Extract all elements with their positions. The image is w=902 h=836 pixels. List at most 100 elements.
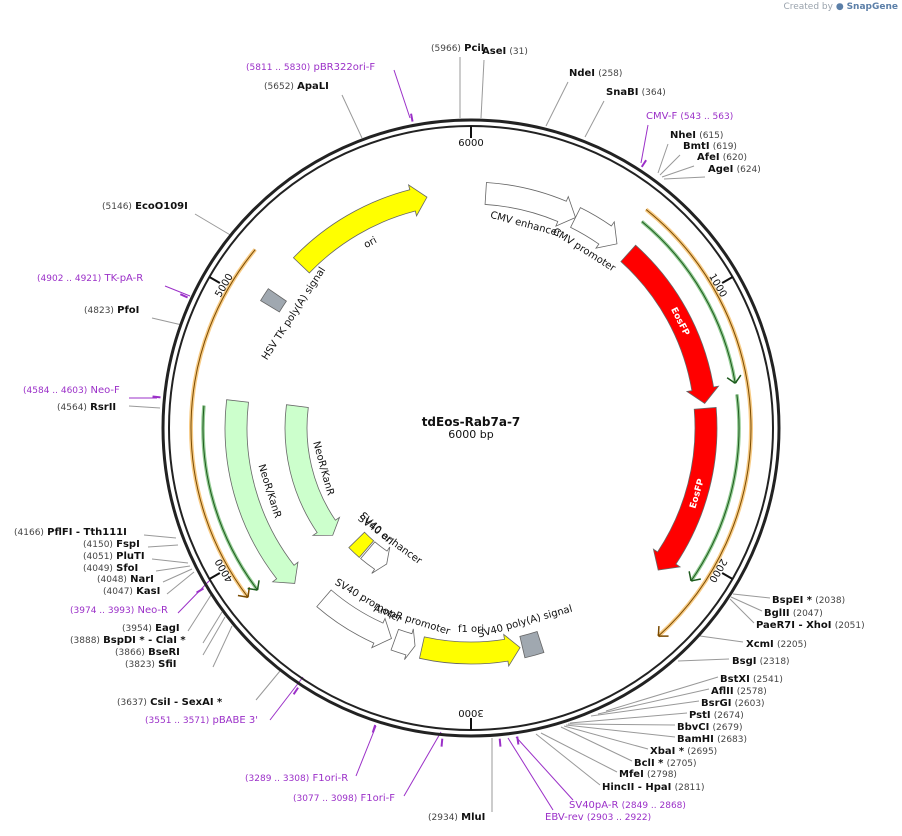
enzyme-label: XcmI (2205) — [746, 639, 807, 650]
enzyme-label: PstI (2674) — [689, 710, 744, 721]
leader-line — [569, 712, 688, 724]
primer-site-mark — [196, 587, 204, 594]
leader-line — [164, 285, 191, 297]
enzyme-label: BsrGI (2603) — [701, 698, 765, 709]
leader-line — [155, 565, 191, 572]
leader-line — [640, 124, 649, 164]
leader-line — [255, 670, 281, 701]
enzyme-label: AfeI (620) — [697, 152, 747, 163]
leader-line — [560, 726, 633, 762]
leader-line — [507, 737, 554, 811]
enzyme-label: BmtI (619) — [683, 141, 737, 152]
tick-label-2000: 2000 — [706, 556, 728, 584]
leader-line — [729, 598, 755, 624]
leader-line — [563, 725, 649, 750]
orange-track-0 — [644, 207, 753, 638]
enzyme-label: (4048) NarI — [97, 574, 154, 585]
enzyme-label: HincII - HpaI (2811) — [602, 782, 705, 793]
leader-line — [565, 724, 676, 738]
enzyme-label: AgeI (624) — [708, 164, 761, 175]
leader-line — [657, 143, 669, 174]
tick-label-3000: 3000 — [458, 707, 483, 718]
leader-line — [480, 59, 485, 119]
leader-line — [187, 594, 212, 632]
primer-site-mark — [640, 159, 647, 168]
primer-site-mark — [152, 395, 161, 399]
primer-label: (5811 .. 5830) pBR322ori-F — [246, 62, 375, 73]
primer-label: (3551 .. 3571) pBABE 3' — [145, 715, 258, 726]
leader-line — [151, 317, 183, 326]
leader-line — [403, 731, 442, 797]
leader-line — [699, 635, 744, 643]
tick-label-4000: 4000 — [213, 556, 235, 584]
tick-mark-2000 — [721, 572, 734, 580]
tick-mark-4000 — [208, 572, 221, 580]
primer-site-mark — [410, 113, 414, 122]
feature-sv40-promoter-8: SV40 promoter — [316, 577, 404, 649]
feature-hsv-tk-poly-a-signal-13: HSV TK poly(A) signal — [260, 265, 328, 362]
primer-site-mark — [440, 738, 444, 747]
enzyme-label: MfeI (2798) — [619, 769, 677, 780]
enzyme-label: BbvCI (2679) — [677, 722, 742, 733]
leader-line — [732, 593, 771, 599]
enzyme-label: (4049) SfoI — [83, 563, 138, 574]
primer-site-mark — [179, 293, 189, 299]
leader-line — [147, 544, 179, 548]
leader-line — [515, 736, 574, 801]
primer-label: (3289 .. 3308) F1ori-R — [245, 773, 348, 784]
enzyme-label: NheI (615) — [670, 130, 723, 141]
primer-label: (3974 .. 3993) Neo-R — [70, 605, 168, 616]
leader-line — [597, 688, 710, 715]
primer-site-mark — [371, 724, 377, 733]
tick-label-5000: 5000 — [213, 272, 235, 300]
credit-watermark: Created by ● SnapGene — [783, 2, 898, 12]
enzyme-label: (4564) RsrII — [57, 402, 116, 413]
feature-eosfp-3: EosFP — [620, 244, 720, 404]
enzyme-label: (3954) EagI — [122, 623, 180, 634]
primer-site-mark — [292, 687, 299, 695]
leader-line — [355, 725, 377, 777]
enzyme-label: (5966) PciI — [431, 43, 485, 54]
enzyme-label: (2934) MluI — [428, 812, 485, 823]
enzyme-label: BclI * (2705) — [634, 758, 697, 769]
leader-line — [151, 558, 189, 564]
primer-site-mark — [516, 736, 520, 745]
leader-line — [194, 213, 233, 237]
primer-label: (4902 .. 4921) TK-pA-R — [37, 273, 143, 284]
leader-line — [590, 700, 700, 717]
enzyme-label: AseI (31) — [482, 46, 528, 57]
enzyme-label: AflII (2578) — [711, 686, 767, 697]
tracks-layer — [189, 207, 753, 638]
enzyme-label: (3866) BseRI — [115, 647, 180, 658]
feature-label: f1 ori — [458, 624, 484, 635]
primer-label: EBV-rev (2903 .. 2922) — [545, 812, 651, 823]
leader-line — [663, 176, 706, 180]
enzyme-label: (4823) PfoI — [84, 305, 139, 316]
leader-line — [341, 94, 363, 139]
enzyme-label: (5652) ApaLI — [264, 81, 329, 92]
tick-label-1000: 1000 — [706, 272, 728, 300]
leader-line — [730, 596, 763, 612]
enzyme-label: (4051) PluTI — [83, 551, 145, 562]
plasmid-length: 6000 bp — [448, 428, 493, 441]
leader-line — [166, 571, 195, 595]
primer-label: (4584 .. 4603) Neo-F — [23, 385, 120, 396]
leader-line — [202, 616, 226, 656]
primer-site-mark — [498, 738, 502, 747]
feature-f1-ori-6: f1 ori — [419, 624, 521, 668]
enzyme-label: (4150) FspI — [83, 539, 140, 550]
credit-brand: SnapGene — [846, 2, 898, 12]
tick-mark-1000 — [721, 276, 734, 284]
backbone-outer-ring — [161, 118, 781, 738]
leader-line — [659, 154, 681, 176]
enzyme-label: PaeR7I - XhoI (2051) — [756, 620, 865, 631]
green-track-2 — [688, 394, 741, 582]
enzyme-label: (3637) CsiI - SexAI * — [117, 697, 223, 708]
enzyme-label: (4047) KasI — [103, 586, 160, 597]
enzyme-label: BstXI (2541) — [720, 674, 783, 685]
snapgene-logo-icon: ● — [835, 2, 844, 12]
leader-line — [202, 611, 223, 644]
leader-line — [545, 81, 569, 127]
